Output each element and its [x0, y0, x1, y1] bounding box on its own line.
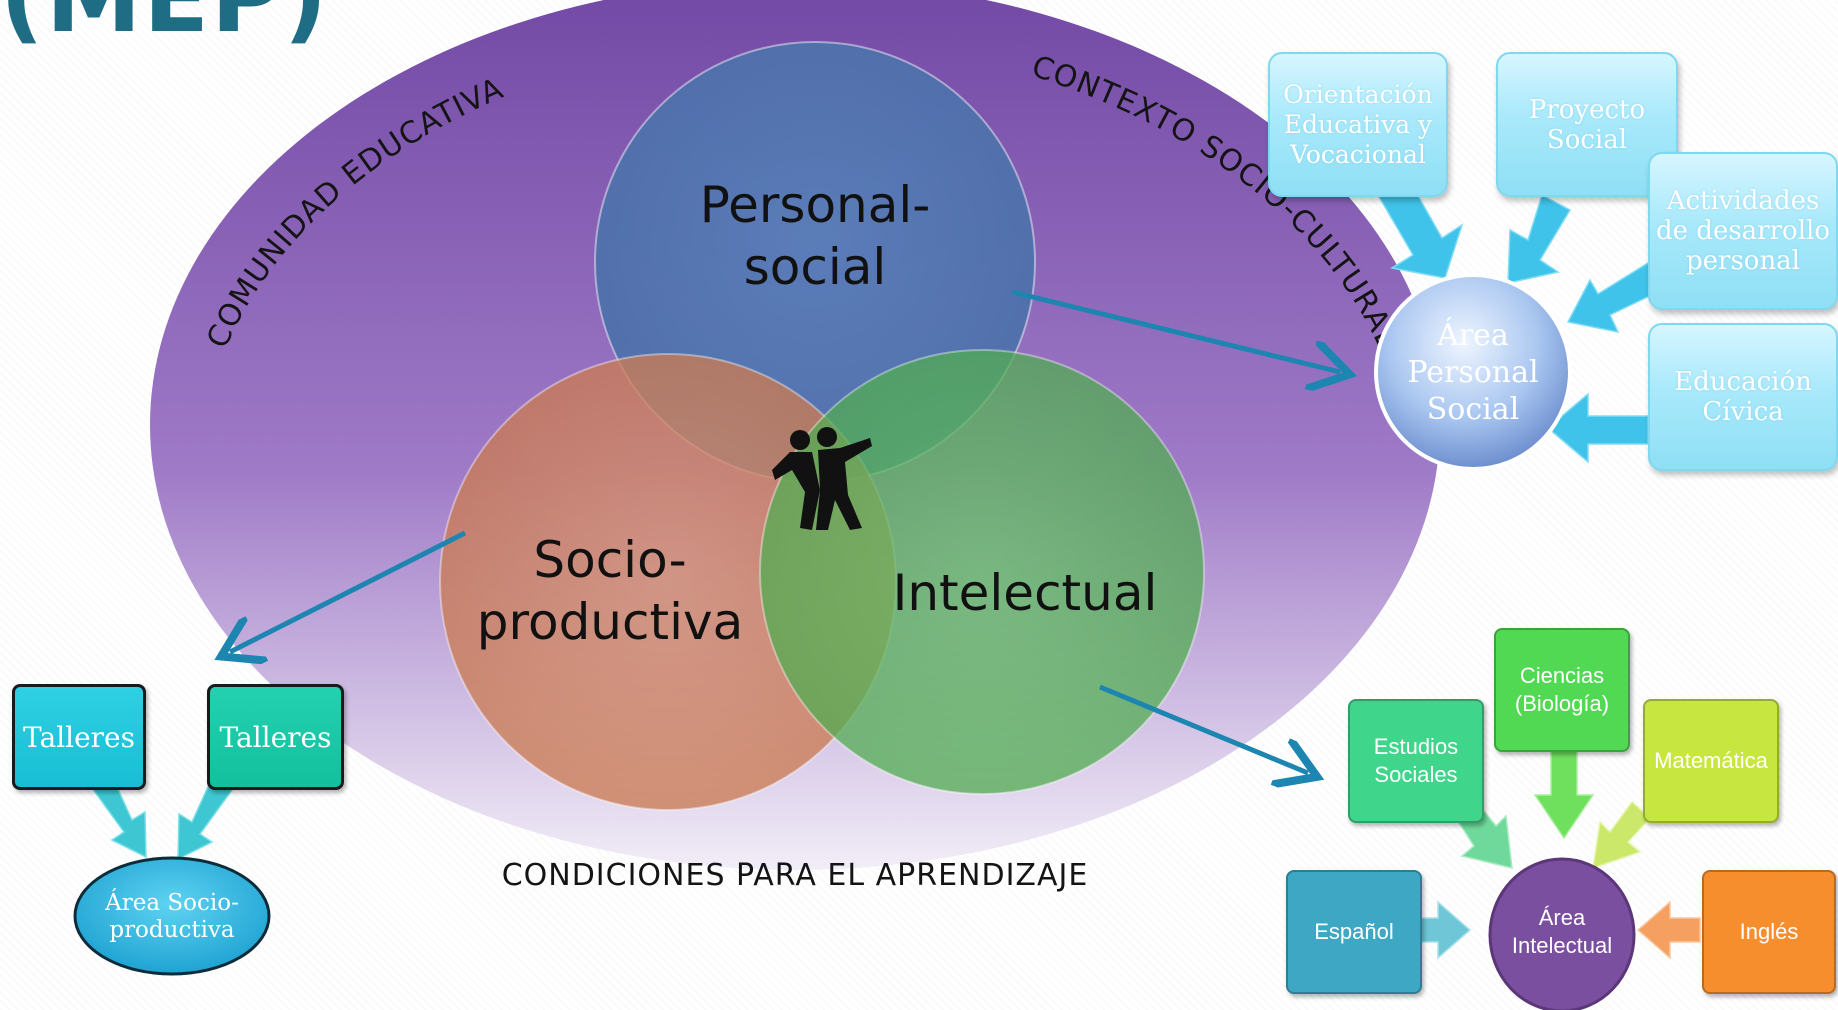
page-title: (MEP)	[0, 0, 329, 54]
dancers-silhouette-icon	[772, 427, 872, 530]
area-socio-productiva-label: Área Socio-productiva	[104, 889, 239, 943]
box-actividades-desarrollo: Actividades de desarrollo personal	[1648, 152, 1838, 310]
box-espanol: Español	[1286, 870, 1422, 994]
venn-label-intelectual: Intelectual	[893, 564, 1158, 622]
box-educacion-civica: Educación Cívica	[1648, 323, 1838, 471]
arrow-to-socio-productiva	[230, 530, 467, 652]
box-talleres-2: Talleres	[207, 684, 344, 790]
area-personal-social-node	[1374, 273, 1572, 471]
circle-intelectual	[759, 349, 1205, 795]
box-ingles: Inglés	[1702, 870, 1836, 994]
arrow-to-intelectual	[1099, 684, 1308, 773]
intelectual-arrows	[1395, 747, 1701, 960]
box-matematica: Matemática	[1643, 699, 1779, 823]
ring-label-condiciones: CONDICIONES PARA EL APRENDIZAJE	[502, 858, 1089, 893]
box-talleres-1: Talleres	[12, 684, 146, 790]
personal-social-arrows	[1376, 176, 1664, 464]
arrow-to-personal-social	[1011, 289, 1340, 372]
box-estudios-sociales: Estudios Sociales	[1348, 699, 1484, 823]
area-socio-productiva-node	[73, 856, 271, 976]
venn-label-personal-social: Personal-social	[700, 176, 931, 296]
box-proyecto-social: Proyecto Social	[1496, 52, 1678, 197]
box-orientacion-educativa: Orientación Educativa y Vocacional	[1268, 52, 1448, 197]
venn-label-socio-productiva: Socio-productiva	[477, 531, 743, 651]
box-ciencias-biologia: Ciencias (Biología)	[1494, 628, 1630, 752]
area-intelectual-node	[1488, 857, 1636, 1010]
